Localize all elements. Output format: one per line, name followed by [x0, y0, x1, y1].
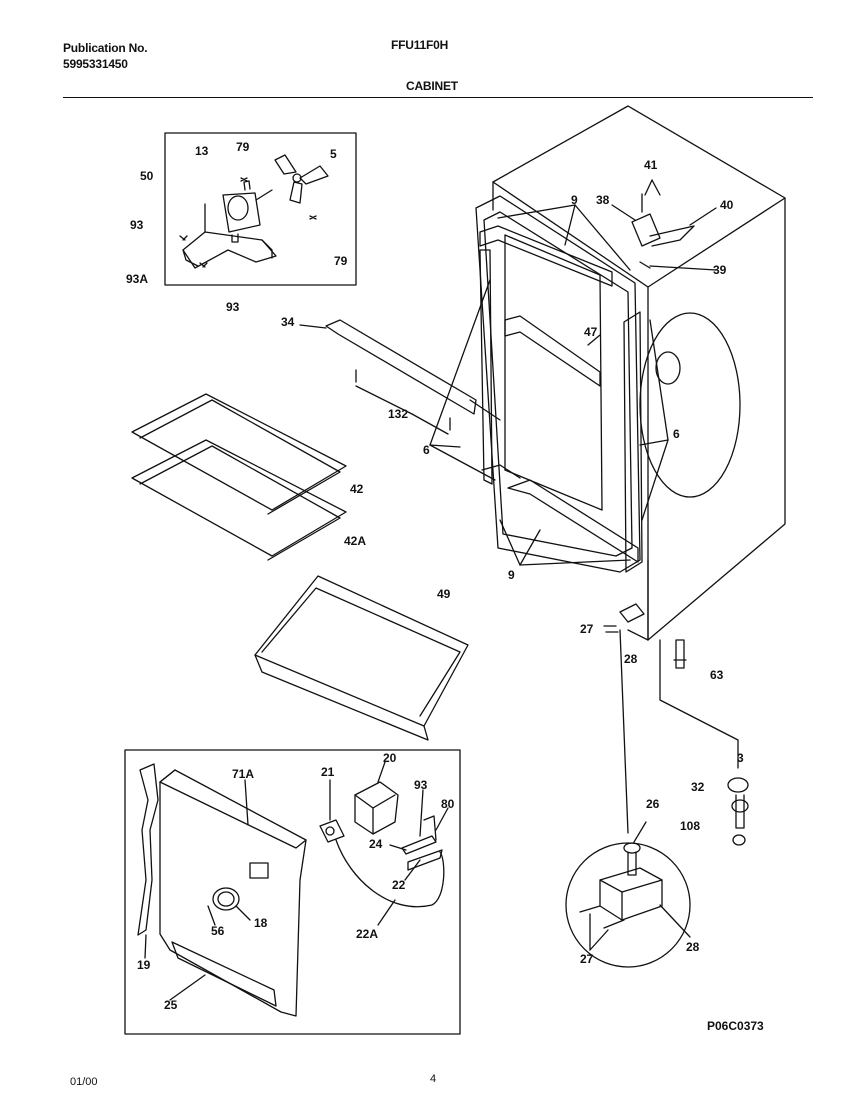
callout-6: 6 [673, 427, 680, 441]
callout-9: 9 [571, 193, 578, 207]
callout-18: 18 [254, 916, 268, 930]
callout-28: 28 [624, 652, 638, 666]
control-knob-18 [212, 887, 240, 911]
callout-21: 21 [321, 765, 335, 779]
callout-93: 93 [226, 300, 240, 314]
hinge-bottom [603, 603, 645, 633]
callout-71A: 71A [232, 767, 254, 781]
callout-79: 79 [236, 140, 250, 154]
callout-39: 39 [713, 263, 727, 277]
wire-harness-22A [335, 839, 445, 908]
door-rack-49 [254, 575, 469, 741]
callout-6: 6 [423, 443, 430, 457]
callout-34: 34 [281, 315, 295, 329]
cabinet-leader-lines [299, 179, 717, 566]
callout-9: 9 [508, 568, 515, 582]
model-number: FFU11F0H [391, 38, 449, 52]
callout-13: 13 [195, 144, 209, 158]
switch-parts [401, 815, 443, 871]
fan-blade [274, 154, 329, 204]
page-number: 4 [430, 1073, 437, 1085]
callout-32: 32 [691, 780, 705, 794]
evaporator-coil-outline [639, 312, 741, 498]
callout-24: 24 [369, 837, 383, 851]
callout-56: 56 [211, 924, 225, 938]
callout-22: 22 [392, 878, 406, 892]
fan-motor-bracket [182, 203, 277, 269]
shelf-support-34 [325, 319, 477, 431]
cabinet-shell [492, 105, 786, 641]
publication-label: Publication No. [63, 41, 148, 55]
callout-19: 19 [137, 958, 151, 972]
callout-27: 27 [580, 952, 594, 966]
leveling-leg-parts [659, 639, 749, 846]
figure-id: P06C0373 [707, 1019, 764, 1033]
control-inset-frame [124, 749, 461, 1035]
callout-28: 28 [686, 940, 700, 954]
callout-80: 80 [441, 797, 455, 811]
footer-date: 01/00 [70, 1076, 98, 1088]
shelf-support-47 [504, 315, 601, 387]
publication-number: 5995331450 [63, 57, 128, 71]
control-housing-71A [159, 769, 307, 1017]
callout-93: 93 [130, 218, 144, 232]
callout-40: 40 [720, 198, 734, 212]
callout-42: 42 [350, 482, 364, 496]
callout-26: 26 [646, 797, 660, 811]
callout-41: 41 [644, 158, 658, 172]
callout-27: 27 [580, 622, 594, 636]
callout-108: 108 [680, 819, 700, 833]
callout-22A: 22A [356, 927, 378, 941]
leg-screw-63 [673, 639, 687, 669]
callout-42A: 42A [344, 534, 366, 548]
wire-shelf-42A [131, 439, 347, 561]
callout-38: 38 [596, 193, 610, 207]
header-rule [63, 97, 813, 98]
drain-trough-25 [171, 941, 277, 1007]
callout-49: 49 [437, 587, 451, 601]
callout-79: 79 [334, 254, 348, 268]
light-shield-20 [354, 781, 399, 835]
callout-63: 63 [710, 668, 724, 682]
gasket-strip-19 [137, 763, 159, 936]
callout-50: 50 [140, 169, 154, 183]
callout-132: 132 [388, 407, 408, 421]
fan-motor-inset-frame [164, 132, 357, 286]
motor-screws [179, 177, 317, 268]
callout-93: 93 [414, 778, 428, 792]
light-socket-21 [319, 819, 345, 843]
inset-leader-lines [144, 761, 449, 1001]
hinge-detail-leader [619, 629, 629, 834]
door-gasket-rails [479, 225, 643, 573]
fan-motor [222, 180, 273, 243]
callout-5: 5 [330, 147, 337, 161]
callout-labels: 13 79 5 50 93 79 93A 93 9 41 38 40 39 34… [126, 140, 744, 1012]
callout-3: 3 [737, 751, 744, 765]
wire-shelf-42 [131, 393, 347, 515]
section-title: CABINET [406, 79, 458, 93]
liner-front-frame [475, 195, 641, 573]
callout-25: 25 [164, 998, 178, 1012]
callout-47: 47 [584, 325, 598, 339]
hinge-top [631, 193, 695, 269]
hinge-detail-parts [579, 821, 691, 951]
callout-20: 20 [383, 751, 397, 765]
callout-93A: 93A [126, 272, 148, 286]
